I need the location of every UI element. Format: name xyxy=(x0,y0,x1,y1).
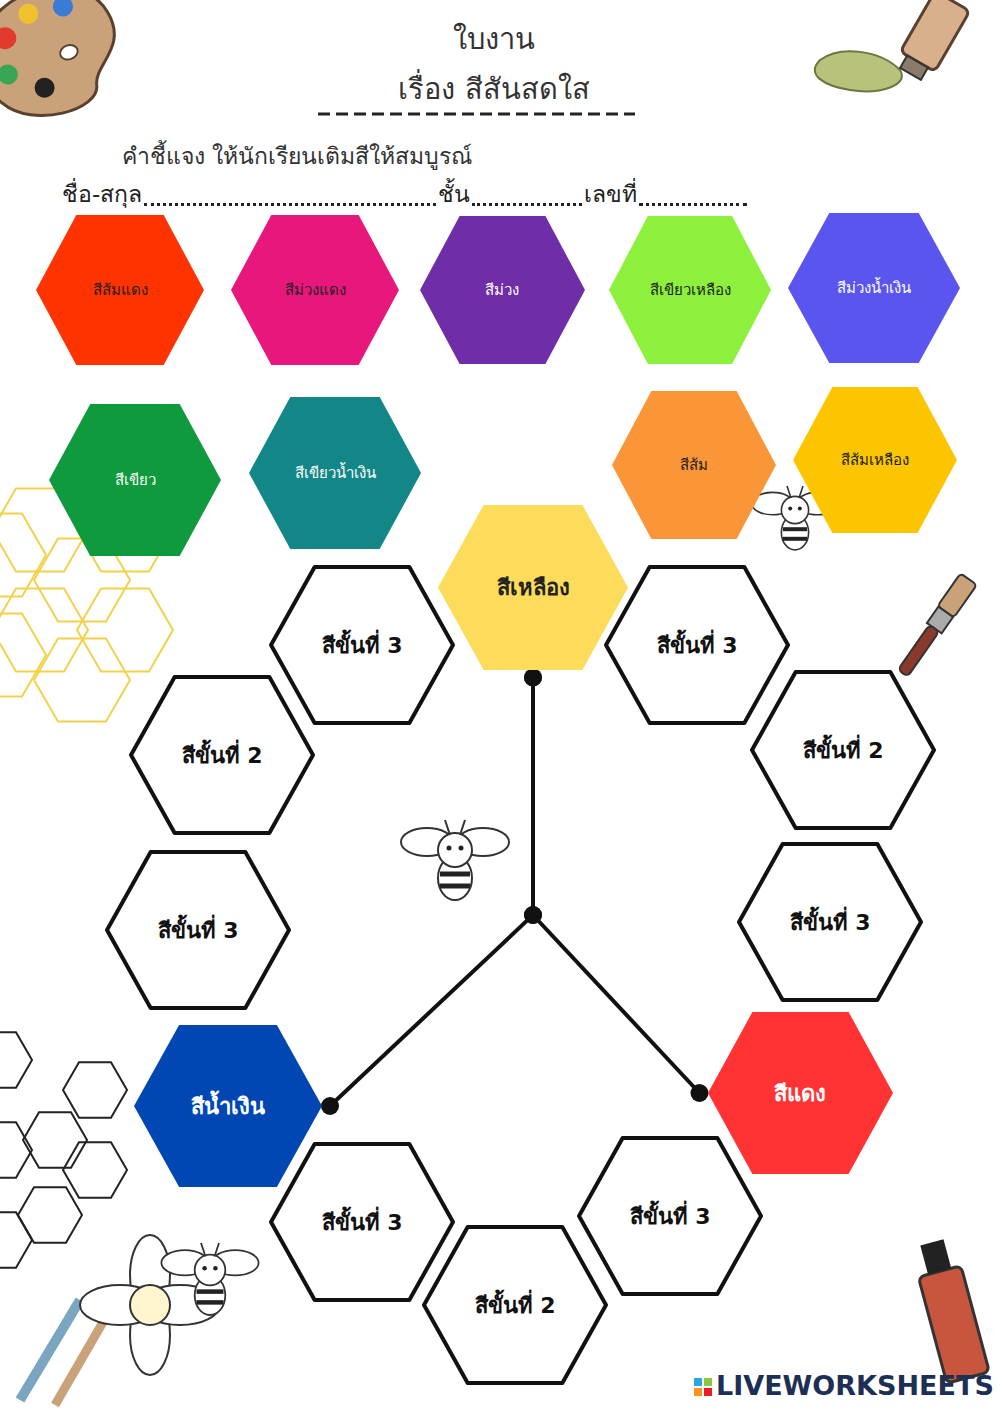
hexagon-label: สีเหลือง xyxy=(497,570,570,605)
connector-dot xyxy=(691,1084,709,1102)
honeycomb-cell xyxy=(63,1142,127,1197)
blank-hexagon: สีขั้นที่ 3 xyxy=(577,1136,763,1296)
connector-dot xyxy=(524,669,542,687)
hexagon-label: สีขั้นที่ 3 xyxy=(657,628,738,663)
connector-line xyxy=(533,678,700,1094)
blank-hexagon: สีขั้นที่ 3 xyxy=(604,565,790,725)
connector-line xyxy=(330,678,533,1107)
honeycomb-cell xyxy=(0,1122,32,1177)
honeycomb xyxy=(0,1032,127,1267)
watermark: LIVEWORKSHEETS xyxy=(716,1370,994,1401)
fill-in-line xyxy=(472,199,582,206)
honeycomb-cell xyxy=(34,638,130,721)
name-row: ชื่อ-สกุล ชั้น เลขที่ xyxy=(62,178,749,212)
hexagon-label: สีส้มเหลือง xyxy=(841,448,909,472)
hexagon-label: สีขั้นที่ 3 xyxy=(158,913,239,948)
form-field-label: เลขที่ xyxy=(584,176,637,212)
color-hexagon: สีส้ม xyxy=(612,391,776,539)
honeycomb-cell xyxy=(0,1212,32,1267)
color-hexagon: สีส้มแดง xyxy=(36,215,204,365)
color-hexagon: สีม่วงน้ำเงิน xyxy=(788,213,960,363)
title-underline xyxy=(318,113,635,116)
worksheet-title: ใบงาน xyxy=(0,16,994,62)
hexagon-label: สีแดง xyxy=(774,1076,826,1111)
paint-brush xyxy=(895,573,977,679)
honeycomb-cell xyxy=(18,1187,82,1242)
blank-hexagon: สีขั้นที่ 2 xyxy=(750,670,936,830)
hexagon-label: สีม่วงแดง xyxy=(285,278,346,302)
connector-dot xyxy=(321,1097,339,1115)
form-field-label: ชั้น xyxy=(438,176,470,212)
honeycomb-cell xyxy=(23,1112,87,1167)
blank-hexagon: สีขั้นที่ 2 xyxy=(129,675,315,835)
blank-hexagon: สีขั้นที่ 3 xyxy=(269,565,455,725)
connector-dot xyxy=(524,669,542,687)
hexagon-label: สีขั้นที่ 2 xyxy=(475,1288,556,1323)
color-hexagon: สีเขียว xyxy=(49,404,221,556)
bee xyxy=(401,820,509,900)
hexagon-label: สีขั้นที่ 3 xyxy=(630,1199,711,1234)
hexagon-label: สีขั้นที่ 3 xyxy=(790,905,871,940)
blank-hexagon: สีขั้นที่ 3 xyxy=(269,1142,455,1302)
color-hexagon: สีม่วงแดง xyxy=(231,215,399,365)
paint-tube xyxy=(815,0,970,91)
logo-mark xyxy=(694,1378,712,1396)
blank-hexagon: สีขั้นที่ 2 xyxy=(422,1225,608,1385)
hexagon-label: สีน้ำเงิน xyxy=(191,1089,265,1124)
honeycomb-cell xyxy=(77,588,173,671)
worksheet-subtitle: เรื่อง สีสันสดใส xyxy=(0,66,994,112)
honeycomb-cell xyxy=(63,1062,127,1117)
hexagon-label: สีเขียวเหลือง xyxy=(650,278,731,302)
fill-in-line xyxy=(639,199,747,206)
form-field-label: ชื่อ-สกุล xyxy=(62,176,142,212)
paint-palette xyxy=(0,0,136,135)
paint-tube xyxy=(911,1237,990,1384)
hexagon-label: สีขั้นที่ 2 xyxy=(182,738,263,773)
color-hexagon: สีม่วง xyxy=(420,216,585,364)
hexagon-label: สีส้มแดง xyxy=(93,278,148,302)
hexagon-label: สีม่วงน้ำเงิน xyxy=(837,276,911,300)
connector xyxy=(524,669,709,1103)
color-hexagon: สีเขียวเหลือง xyxy=(609,216,771,364)
connector-dot xyxy=(524,906,542,924)
hexagon-label: สีขั้นที่ 3 xyxy=(322,628,403,663)
hexagon-label: สีเขียว xyxy=(115,468,156,492)
honeycomb-cell xyxy=(0,1032,32,1087)
honeycomb-cell xyxy=(0,513,46,596)
instruction: คำชี้แจง ให้นักเรียนเติมสีให้สมบูรณ์ xyxy=(122,138,472,174)
hexagon-label: สีม่วง xyxy=(485,278,519,302)
blank-hexagon: สีขั้นที่ 3 xyxy=(105,850,291,1010)
color-hexagon: สีเขียวน้ำเงิน xyxy=(249,397,421,549)
hexagon-label: สีขั้นที่ 2 xyxy=(803,733,884,768)
bee xyxy=(161,1243,258,1315)
honeycomb-cell xyxy=(0,613,46,696)
connector xyxy=(321,669,542,1116)
color-hexagon: สีส้มเหลือง xyxy=(793,387,957,533)
color-hexagon: สีแดง xyxy=(708,1012,893,1174)
fill-in-line xyxy=(144,199,436,206)
hexagon-label: สีส้ม xyxy=(680,453,708,477)
color-hexagon: สีเหลือง xyxy=(438,505,628,670)
connector-dot xyxy=(524,906,542,924)
hexagon-label: สีขั้นที่ 3 xyxy=(322,1205,403,1240)
hexagon-label: สีเขียวน้ำเงิน xyxy=(295,461,376,485)
color-hexagon: สีน้ำเงิน xyxy=(134,1025,322,1187)
blank-hexagon: สีขั้นที่ 3 xyxy=(737,842,923,1002)
